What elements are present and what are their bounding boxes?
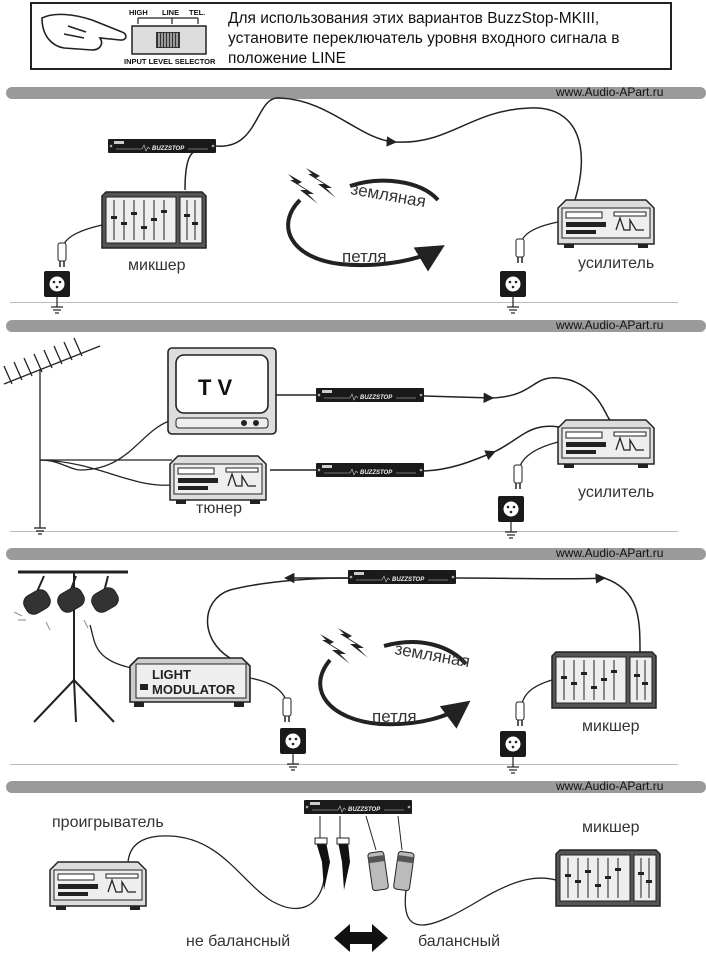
antenna-icon bbox=[3, 337, 173, 535]
spotlight-icon-2 bbox=[57, 587, 85, 613]
section-2-diagram: T V тюнер усилитель bbox=[3, 337, 655, 539]
mixer-1 bbox=[101, 191, 207, 249]
light-modulator-label-1: LIGHT bbox=[152, 667, 191, 682]
section-divider-2 bbox=[10, 531, 678, 532]
mixer-label-3: микшер bbox=[582, 718, 640, 735]
double-arrow-icon bbox=[334, 924, 388, 952]
cable-mixer-to-buzzstop bbox=[184, 149, 201, 191]
outlet-1a bbox=[43, 270, 71, 314]
website-link-2[interactable]: www.Audio-APart.ru bbox=[556, 318, 664, 332]
mixer-3 bbox=[551, 651, 657, 709]
spotlight-icon-1 bbox=[23, 589, 51, 615]
unbalanced-label: не балансный bbox=[186, 933, 290, 950]
outlet-3b bbox=[499, 730, 527, 774]
turntable-device bbox=[49, 861, 147, 911]
mixer-label-1: микшер bbox=[128, 257, 186, 274]
ground-loop-arrow-1 bbox=[286, 198, 445, 272]
lightning-icon-2 bbox=[320, 628, 368, 664]
buzzstop-unit-2a bbox=[315, 387, 425, 403]
xlr-plug-icon bbox=[367, 850, 415, 892]
ground-loop-arrow-2 bbox=[318, 658, 471, 729]
selector-label-tel: TEL. bbox=[189, 8, 205, 17]
buzzstop-unit-3 bbox=[347, 569, 457, 585]
player-label: проигрыватель bbox=[52, 814, 164, 831]
outlet-2 bbox=[497, 495, 525, 539]
section-divider-1 bbox=[10, 302, 678, 303]
outlet-3a bbox=[279, 727, 307, 771]
selector-caption: INPUT LEVEL SELECTOR bbox=[124, 57, 216, 66]
section-4-diagram: проигрыватель микшер не балансный баланс… bbox=[49, 799, 661, 952]
ground-loop-word2-1: петля bbox=[342, 247, 387, 266]
tuner-label: тюнер bbox=[196, 500, 242, 517]
input-selector-illustration: HIGH LINE TEL. INPUT LEVEL SELECTOR bbox=[41, 8, 216, 66]
section-band-2 bbox=[6, 320, 706, 332]
section-band-3 bbox=[6, 548, 706, 560]
buzzstop-unit-4 bbox=[303, 799, 413, 815]
selector-label-line: LINE bbox=[162, 8, 179, 17]
website-link-3[interactable]: www.Audio-APart.ru bbox=[556, 546, 664, 560]
mixer-4 bbox=[555, 849, 661, 907]
outlet-1b bbox=[499, 270, 527, 314]
lightning-icon-1 bbox=[288, 168, 336, 204]
website-link-1[interactable]: www.Audio-APart.ru bbox=[556, 85, 664, 99]
website-link-4[interactable]: www.Audio-APart.ru bbox=[556, 779, 664, 793]
ground-loop-arc-1 bbox=[349, 178, 440, 202]
spotlight-icon-3 bbox=[91, 587, 119, 613]
notice-text: Для использования этих вариантов BuzzSto… bbox=[228, 10, 620, 67]
light-modulator-device bbox=[129, 657, 251, 707]
light-modulator-label-2: MODULATOR bbox=[152, 682, 236, 697]
cable-buzzstop-to-amp-a bbox=[215, 97, 398, 147]
tv-icon bbox=[167, 347, 277, 435]
amplifier-1 bbox=[557, 199, 655, 249]
section-3-diagram: LIGHT MODULATOR микшер земляная петля bbox=[13, 569, 657, 774]
rca-plug-icon bbox=[314, 837, 350, 890]
tuner bbox=[169, 455, 267, 505]
ground-loop-arc-2 bbox=[383, 640, 468, 666]
section-divider-3 bbox=[10, 764, 678, 765]
buzzstop-unit-1 bbox=[107, 138, 217, 154]
section-band-1 bbox=[6, 87, 706, 99]
balanced-label: балансный bbox=[418, 933, 500, 950]
pointing-hand-icon bbox=[41, 13, 127, 51]
section-band-4 bbox=[6, 781, 706, 793]
tv-label: T V bbox=[198, 375, 233, 400]
buzzstop-unit-2b bbox=[315, 462, 425, 478]
amplifier-label-1: усилитель bbox=[578, 255, 654, 272]
selector-label-high: HIGH bbox=[129, 8, 148, 17]
amplifier-2 bbox=[557, 419, 655, 469]
section-1-diagram: микшер усилитель земляная петля bbox=[43, 97, 655, 314]
ground-loop-word2-2: петля bbox=[372, 707, 417, 726]
mixer-label-4: микшер bbox=[582, 819, 640, 836]
amplifier-label-2: усилитель bbox=[578, 484, 654, 501]
cable-buzzstop-to-amp-b bbox=[394, 107, 583, 201]
